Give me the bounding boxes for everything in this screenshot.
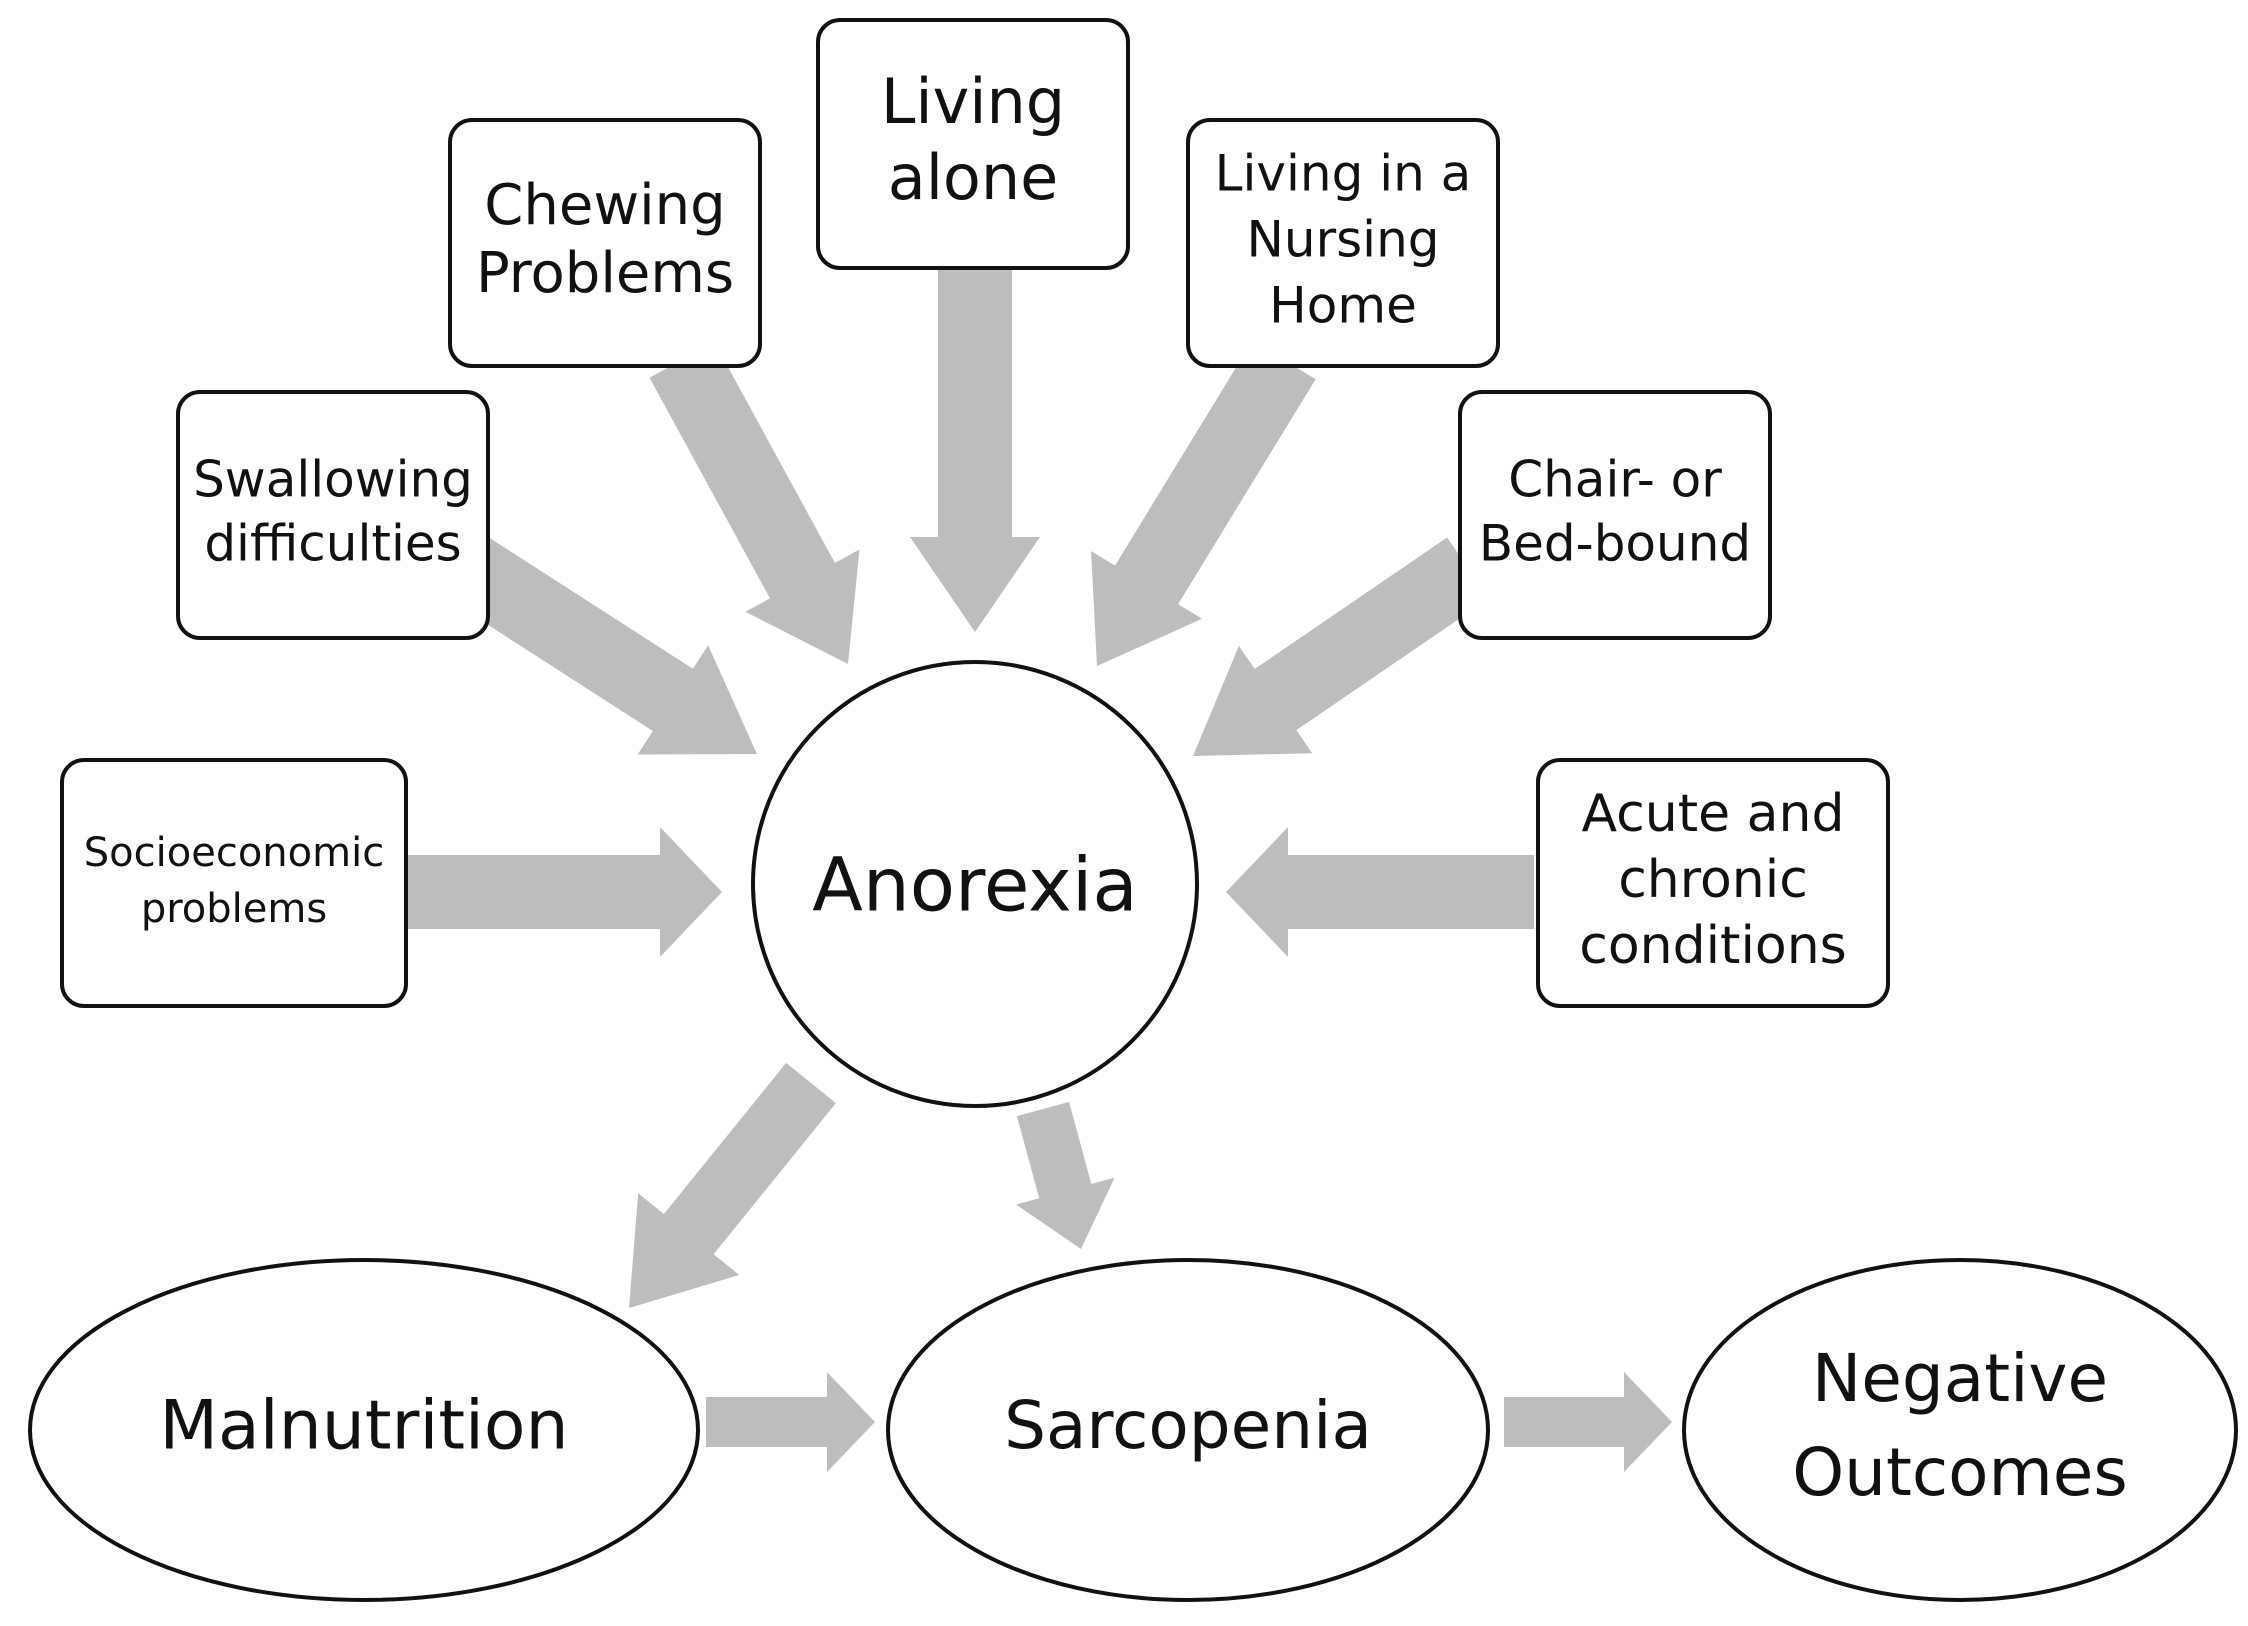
cause-swallowing-line: Swallowing <box>193 451 473 509</box>
arrow-nursing-home-to-anorexia <box>1091 340 1316 666</box>
center-circle <box>751 660 1199 1108</box>
cause-socioeconomic-line: problems <box>141 886 327 932</box>
cause-socioeconomic-line: Socioeconomic <box>84 830 384 876</box>
cause-nursing-home-line: Living in a <box>1215 145 1472 203</box>
cause-bed-bound-line: Chair- or <box>1508 451 1722 509</box>
outcome-node-malnutrition: Malnutrition <box>28 1258 700 1602</box>
cause-chewing-line: Problems <box>476 241 734 306</box>
arrow-malnutrition-to-sarcopenia <box>706 1372 875 1472</box>
cause-box <box>1186 118 1500 368</box>
cause-node-bed-bound: Chair- or Bed-bound <box>1458 390 1772 640</box>
cause-conditions-line: chronic <box>1618 850 1808 910</box>
cause-living-alone-line: Living <box>881 65 1065 138</box>
cause-box <box>1458 390 1772 640</box>
cause-living-alone-line: alone <box>888 141 1059 214</box>
cause-node-swallowing: Swallowing difficulties <box>176 390 490 640</box>
nodes-layer: Socioeconomic problems Swallowing difficult… <box>28 18 2238 1602</box>
outcome-ellipse <box>28 1258 700 1602</box>
outcome-malnutrition-line: Malnutrition <box>159 1387 568 1466</box>
arrow-swallowing-to-anorexia <box>448 536 757 755</box>
cause-conditions-line: conditions <box>1579 916 1847 976</box>
arrow-sarcopenia-to-outcomes <box>1504 1372 1672 1472</box>
cause-box <box>448 118 762 368</box>
cause-box <box>816 18 1130 270</box>
cause-box <box>60 758 408 1008</box>
cause-conditions-line: Acute and <box>1582 784 1845 844</box>
arrow-conditions-to-anorexia <box>1226 827 1534 957</box>
cause-chewing-line: Chewing <box>484 173 725 238</box>
cause-box <box>1536 758 1890 1008</box>
outcome-ellipse <box>886 1258 1490 1602</box>
arrow-socioeconomic-to-anorexia <box>402 827 722 957</box>
arrow-anorexia-to-malnutrition <box>629 1062 836 1308</box>
outcome-sarcopenia-line: Sarcopenia <box>1004 1387 1372 1464</box>
arrow-living-alone-to-anorexia <box>910 268 1040 632</box>
arrows-layer <box>402 268 1672 1472</box>
cause-node-socioeconomic: Socioeconomic problems <box>60 758 408 1008</box>
outcome-ellipse <box>1682 1258 2238 1602</box>
arrow-chewing-to-anorexia <box>649 342 860 664</box>
outcome-negative-outcomes-line: Outcomes <box>1792 1434 2128 1511</box>
center-label: Anorexia <box>812 843 1138 929</box>
cause-box <box>176 390 490 640</box>
cause-nursing-home-line: Home <box>1269 277 1417 335</box>
cause-bed-bound-line: Bed-bound <box>1479 515 1751 573</box>
cause-swallowing-line: difficulties <box>204 515 461 573</box>
cause-nursing-home-line: Nursing <box>1246 211 1439 269</box>
outcome-negative-outcomes-line: Negative <box>1812 1340 2108 1417</box>
outcome-node-sarcopenia: Sarcopenia <box>886 1258 1490 1602</box>
center-node-anorexia: Anorexia <box>751 660 1199 1108</box>
arrow-anorexia-to-sarcopenia <box>1016 1101 1115 1249</box>
arrow-bed-bound-to-anorexia <box>1193 537 1489 756</box>
